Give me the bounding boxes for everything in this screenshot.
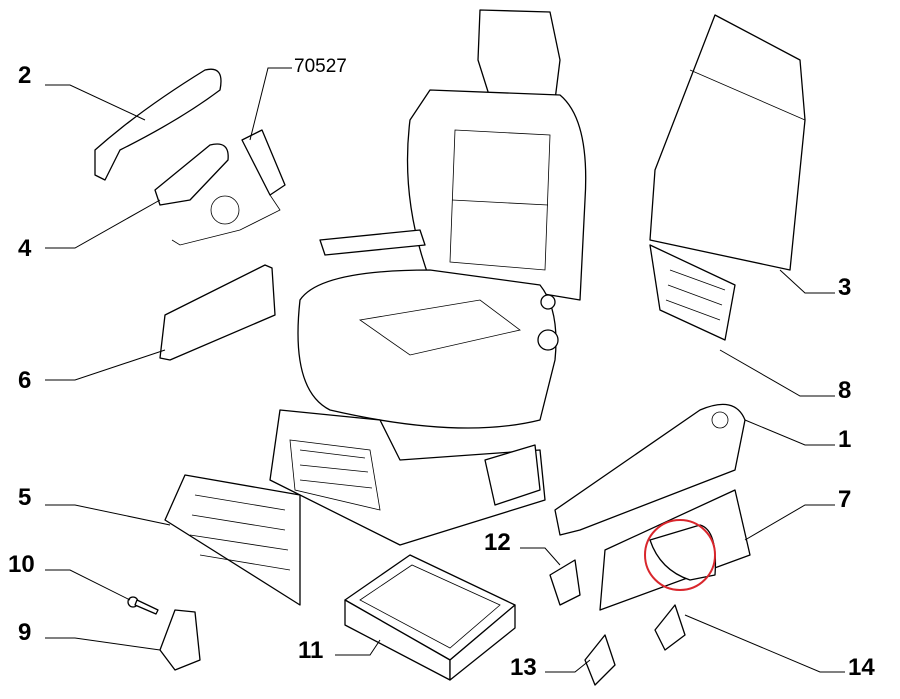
part-5 [164, 474, 301, 606]
part-3 [649, 14, 806, 271]
part-4 [154, 143, 229, 206]
seat-assembly [269, 9, 587, 546]
callout-2: 2 [18, 62, 31, 89]
reference-code: 70527 [294, 56, 347, 77]
part-11-tray [344, 554, 516, 681]
callout-11: 11 [298, 637, 323, 664]
callout-12: 12 [484, 529, 511, 556]
callout-8: 8 [838, 377, 851, 404]
leader-lines [45, 67, 845, 673]
part-8 [649, 244, 736, 341]
callout-6: 6 [18, 367, 31, 394]
part-13 [584, 634, 616, 686]
part-10-screw [127, 596, 159, 615]
callout-13: 13 [510, 654, 537, 681]
part-12 [549, 559, 581, 606]
callout-10: 10 [8, 551, 35, 578]
callout-1: 1 [838, 426, 851, 453]
callout-7: 7 [838, 486, 851, 513]
part-1 [554, 403, 746, 536]
part-70527-harness [171, 129, 286, 246]
part-2 [94, 68, 222, 181]
callout-5: 5 [18, 484, 31, 511]
highlight-circle [644, 519, 716, 591]
callout-4: 4 [18, 235, 32, 262]
part-14 [654, 604, 686, 651]
part-9 [159, 609, 201, 671]
callout-3: 3 [838, 274, 851, 301]
part-6 [159, 264, 276, 361]
callout-9: 9 [18, 619, 31, 646]
callout-14: 14 [848, 654, 875, 681]
